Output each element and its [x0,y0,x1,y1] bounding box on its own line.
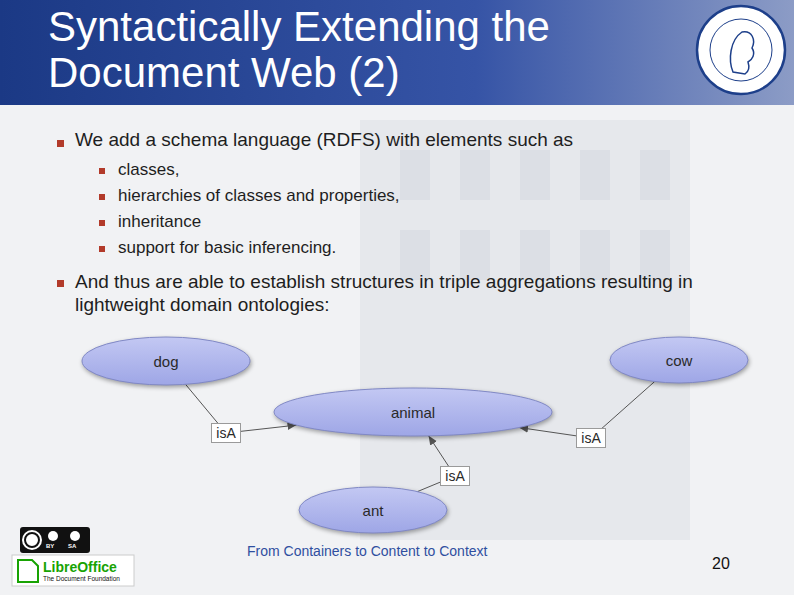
license-text: BY [46,543,54,550]
university-seal [697,6,785,94]
class-ellipse: animal [272,386,554,438]
slide-title: Syntactically Extending the Document Web… [48,4,638,96]
bullet-text: And thus are able to establish structure… [75,271,715,317]
node-text: cow [666,352,693,369]
edge-label: isA [576,428,605,449]
ellipse-outline [82,337,250,385]
ellipse-outline [274,388,552,436]
footer-text: From Containers to Content to Context [247,543,567,560]
bullet-marker [57,140,105,287]
bullet-text: We add a schema language (RDFS) with ele… [75,129,715,152]
sub-bullet-text: classes, [118,160,718,180]
node-text: dog [153,353,178,370]
ellipse-outline [299,487,447,533]
logo-text: LibreOffice [43,559,133,576]
logo-text: The Document Foundation [43,575,120,583]
cc-license-icon [20,527,90,553]
sub-bullet-text: support for basic inferencing. [118,238,718,258]
class-ellipse: ant [297,485,449,535]
node-text: ant [363,502,384,519]
sub-bullet-text: inheritance [118,212,718,232]
header-bar [0,0,794,105]
node-text: animal [391,404,435,421]
edge-label: isA [440,466,469,487]
class-ellipse: cow [608,335,750,385]
license-text: SA [68,543,76,550]
sub-bullet-text: hierarchies of classes and properties, [118,186,718,206]
edge-label: isA [211,423,240,444]
libreoffice-logo [12,555,134,586]
ellipse-outline [610,337,748,383]
class-ellipse: dog [80,335,252,387]
page-number: 20 [712,554,752,573]
building-watermark [360,120,690,540]
